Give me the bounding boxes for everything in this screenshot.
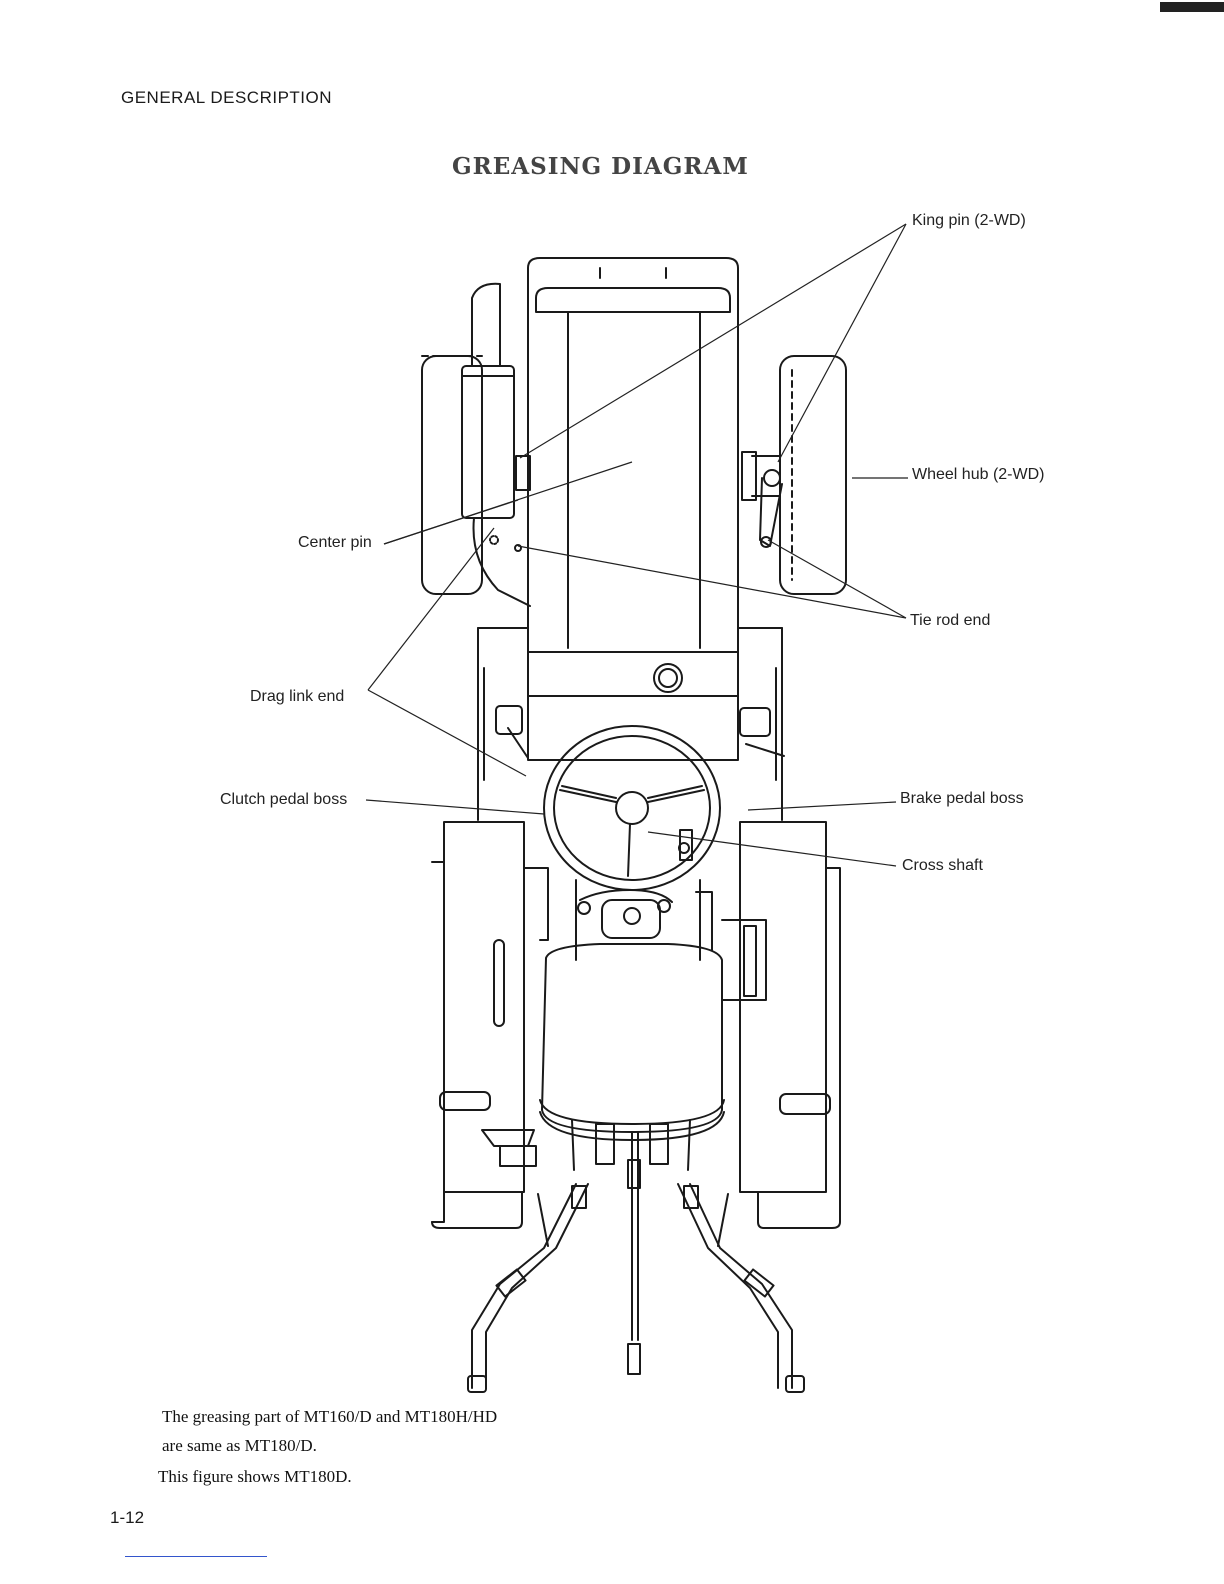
footer-rule: [125, 1556, 267, 1557]
right-knuckle-arm: [760, 470, 782, 547]
caption-line-3: This figure shows MT180D.: [158, 1467, 352, 1487]
front-right-wheel: [742, 356, 846, 594]
callout-brake-pedal-boss: Brake pedal boss: [900, 790, 1024, 808]
callout-wheel-hub: Wheel hub (2-WD): [912, 466, 1044, 484]
three-point-hitch: [468, 1120, 804, 1392]
rear-right-fender: [722, 822, 840, 1228]
leader-lines: [366, 224, 908, 866]
callout-center-pin: Center pin: [298, 534, 372, 552]
callout-drag-link-end: Drag link end: [250, 688, 344, 706]
seat: [540, 944, 724, 1140]
hood: [528, 258, 738, 760]
steering-wheel: [544, 726, 720, 890]
exhaust-muffler: [462, 284, 530, 606]
caption-line-2: are same as MT180/D.: [162, 1436, 317, 1456]
rear-left-fender: [432, 822, 548, 1228]
page-number: 1-12: [110, 1508, 144, 1528]
callout-king-pin: King pin (2-WD): [912, 212, 1026, 230]
callout-tie-rod-end: Tie rod end: [910, 612, 990, 630]
grease-points: [490, 536, 521, 551]
callout-cross-shaft: Cross shaft: [902, 857, 983, 875]
caption-line-1: The greasing part of MT160/D and MT180H/…: [162, 1407, 497, 1427]
callout-clutch-pedal-boss: Clutch pedal boss: [220, 791, 347, 809]
transmission-center: [576, 830, 712, 960]
front-left-wheel: [422, 356, 482, 594]
